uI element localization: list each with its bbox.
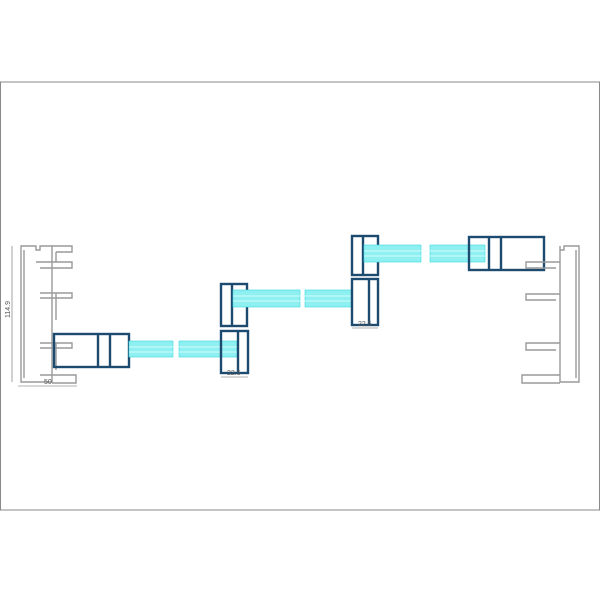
frame-height-dimension: 114.9 xyxy=(5,301,12,318)
left-sash xyxy=(52,332,131,369)
interlock-2-width-dimension: 22.5 xyxy=(358,321,372,328)
glass-pane-1 xyxy=(128,340,238,358)
glass-pane-2 xyxy=(232,289,353,308)
right-outer-frame xyxy=(521,245,580,384)
frame-width-dimension: 50 xyxy=(44,379,52,386)
interlock-1-width-dimension: 22.5 xyxy=(227,370,241,377)
right-sash xyxy=(467,235,546,272)
glass-pane-3 xyxy=(363,244,486,263)
left-outer-frame xyxy=(11,245,77,387)
